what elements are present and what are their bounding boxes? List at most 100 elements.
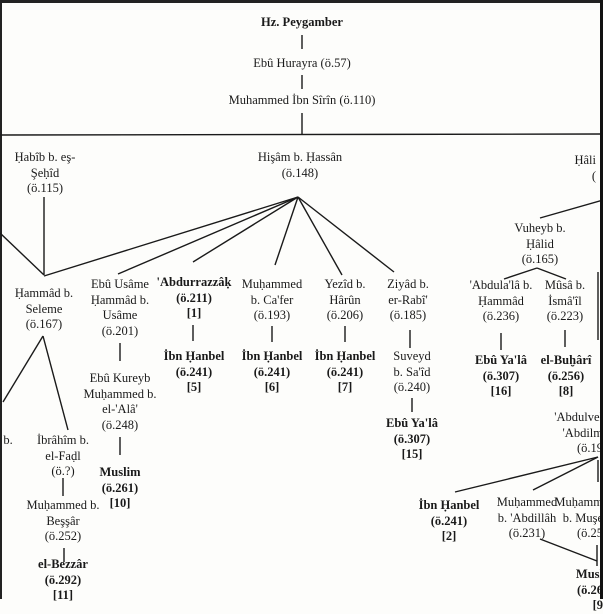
narrator-vuheyb: Vuheyb b.Ḥâlid(ö.165) (514, 221, 565, 268)
narrator-line: (ö.241) (253, 364, 291, 379)
narrator-line: (ö.236) (482, 309, 520, 324)
narrator-line: Muslim (99, 465, 141, 479)
scan-border-left (0, 0, 2, 599)
narrator-line: Seleme (25, 301, 63, 316)
narrator-line: Ebû Hurayra (ö.57) (253, 56, 351, 70)
narrator-bezzar: el-Bezzâr(ö.292)[11] (38, 557, 88, 604)
narrator-line: b. Ca'fer (250, 292, 294, 307)
narrator-line: el-Faḍl (45, 448, 81, 463)
narrator-line: Ḥabîb b. eş- (14, 150, 76, 164)
narrator-line: el-'Alâ' (102, 402, 138, 417)
narrator-line: Ebû Ya'lâ (475, 353, 527, 367)
narrator-line: Muḥammed b. (26, 498, 100, 512)
narrator-line: [5] (186, 380, 202, 395)
edge (539, 199, 603, 219)
narrator-line: Muḥammed (496, 495, 558, 509)
narrator-left-partial: b. (3, 433, 12, 449)
narrator-hanbel-5: İbn Ḥanbel(ö.241)[5] (164, 349, 225, 396)
scan-border-right (600, 0, 603, 599)
narrator-line: [16] (490, 384, 512, 399)
narrator-line: b. (3, 433, 13, 447)
narrator-buhari: el-Buḫârî(ö.256)[8] (541, 353, 592, 400)
narrator-line: Mûsâ b. (544, 278, 586, 292)
narrator-line: İbn Ḥanbel (163, 349, 225, 363)
narrator-line: (ö.307) (393, 431, 431, 446)
narrator-line: İbn Ḥanbel (418, 498, 480, 512)
narrator-line: (ö.261) (101, 480, 139, 495)
narrator-hanbel-6: İbn Ḥanbel(ö.241)[6] (242, 349, 303, 396)
narrator-line: İbrâhîm b. (36, 433, 90, 447)
narrator-line: Muḥamm (554, 495, 603, 509)
narrator-line: b. Sa'îd (393, 364, 431, 379)
edge (117, 196, 299, 275)
narrator-line: Ziyâd b. (387, 277, 429, 291)
scan-border-top (0, 0, 603, 3)
narrator-musa: Mûsâ b.İsmâ'îl(ö.223) (545, 278, 585, 325)
narrator-line: (ö.211) (176, 290, 212, 305)
edge (539, 538, 598, 562)
narrator-line: (ö.115) (27, 181, 63, 196)
narrator-line: (ö.307) (482, 368, 520, 383)
narrator-line: Ḥâlid (526, 236, 554, 251)
narrator-line: (ö.252) (44, 529, 82, 544)
narrator-m-bessar: Muḥammed b.Beşşâr(ö.252) (27, 498, 100, 545)
narrator-sirin: Muhammed İbn Sîrîn (ö.110) (229, 93, 376, 109)
narrator-line: Hârûn (329, 292, 361, 307)
edge (43, 196, 299, 277)
narrator-line: Ebû Usâme (91, 277, 149, 291)
narrator-ibrahim: İbrâhîm b.el-Faḍl(ö.?) (37, 433, 89, 480)
narrator-line: b. 'Abdillâh (497, 510, 557, 525)
narrator-line: [11] (52, 588, 74, 603)
narrator-line: Hişâm b. Ḥassân (257, 150, 343, 164)
narrator-line: Ebû Kureyb (89, 371, 151, 385)
narrator-line: Yezîd b. (324, 277, 366, 291)
narrator-line: Ḥâli (574, 153, 596, 167)
edge (532, 456, 599, 491)
tree-edges (0, 35, 603, 566)
narrator-line: (ö.?) (51, 464, 75, 479)
narrator-line: Muḥammed b. (83, 386, 157, 401)
narrator-line: İbn Ḥanbel (241, 349, 303, 363)
narrator-line: 'Abdula'lâ b. (469, 278, 533, 292)
narrator-line: Suveyd (393, 349, 431, 363)
edge (192, 196, 299, 263)
narrator-line: (ö.206) (326, 308, 364, 323)
narrator-line: [7] (337, 380, 353, 395)
narrator-peygamber: Hz. Peygamber (261, 15, 343, 31)
narrator-line: Muhammed İbn Sîrîn (ö.110) (228, 93, 376, 107)
narrator-line: (ö.148) (281, 165, 319, 180)
edge (536, 267, 567, 280)
narrator-line: [1] (186, 306, 202, 321)
narrator-line: 'Abdurrazzâḳ (156, 275, 232, 289)
narrator-line: [8] (558, 384, 574, 399)
narrator-line: (ö.26 (576, 582, 603, 597)
narrator-line: Ḥammâd (478, 293, 524, 308)
narrator-line: Usâme (102, 308, 138, 323)
edge (297, 196, 343, 276)
edge (297, 196, 395, 273)
narrator-line: [9 (592, 598, 603, 613)
narrator-line: Beşşâr (46, 513, 80, 528)
narrator-line: (ö.241) (326, 364, 364, 379)
edge (274, 196, 299, 266)
edge (454, 456, 599, 493)
narrator-line: Ḥammâd b. (90, 292, 150, 307)
narrator-hisam: Hişâm b. Ḥassân(ö.148) (258, 150, 342, 181)
narrator-line: İbn Ḥanbel (314, 349, 376, 363)
edge (42, 335, 69, 431)
narrator-ebu-yala-16: Ebû Ya'lâ(ö.307)[16] (475, 353, 527, 400)
narrator-line: (ö.241) (175, 364, 213, 379)
narrator-ziyad: Ziyâd b.er-Rabî'(ö.185) (387, 277, 429, 324)
narrator-line: 'Abdilm (562, 425, 603, 440)
narrator-line: (ö.240) (393, 380, 431, 395)
narrator-line: (ö.165) (521, 252, 559, 267)
narrator-hanbel-7: İbn Ḥanbel(ö.241)[7] (315, 349, 376, 396)
narrator-abdurrazzak: 'Abdurrazzâḳ(ö.211)[1] (157, 275, 232, 322)
narrator-line: Muḥammed (241, 277, 303, 291)
narrator-ebu-yala-15: Ebû Ya'lâ(ö.307)[15] (386, 416, 438, 463)
narrator-line: el-Buḫârî (540, 353, 592, 367)
narrator-line: er-Rabî' (388, 292, 428, 307)
narrator-halid: Ḥâli( (574, 153, 596, 184)
